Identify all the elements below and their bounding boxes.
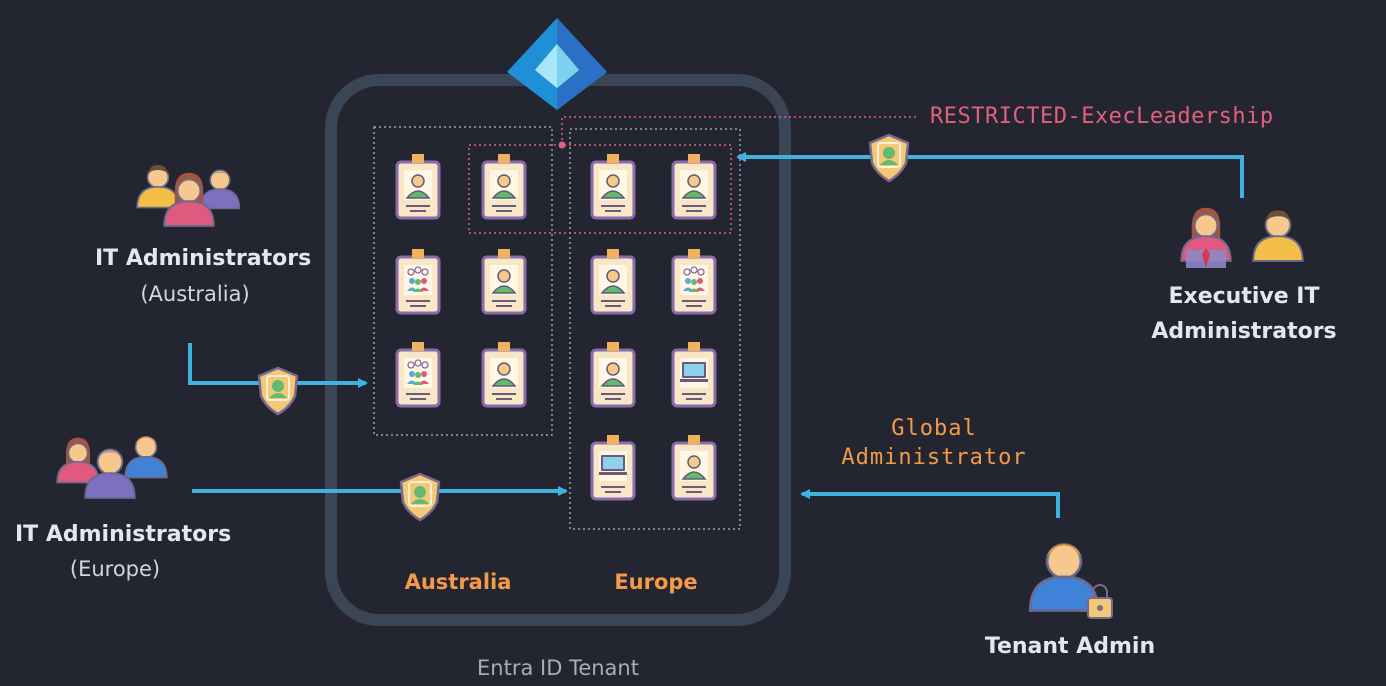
device-badge-icon (673, 342, 715, 406)
user-badge-icon (592, 154, 634, 218)
restricted-group-connector (561, 116, 918, 145)
restricted-group-box (468, 144, 732, 234)
shield-user-icon (257, 366, 299, 416)
exec-it-admins-line1: Executive IT (1168, 284, 1320, 309)
arrow-tenant-admin (800, 489, 1060, 518)
tenant-admin-person-icon (1028, 542, 1113, 619)
admin-unit-europe-label: Europe (614, 570, 698, 594)
it-admins-australia-region: (Australia) (140, 282, 250, 306)
restricted-group-label: RESTRICTED-ExecLeadership (930, 104, 1274, 129)
admin-unit-australia-box (373, 126, 553, 436)
it-admins-australia-title: IT Administrators (95, 246, 312, 271)
it-admins-europe-region: (Europe) (69, 557, 161, 581)
it-admins-europe-title: IT Administrators (15, 522, 232, 547)
user-badge-icon (483, 342, 525, 406)
admin-unit-australia-label: Australia (404, 570, 512, 594)
tenant-label: Entra ID Tenant (477, 656, 639, 680)
entra-id-diamond-icon (507, 18, 607, 110)
group-badge-icon (673, 249, 715, 313)
group-badge-icon (397, 342, 439, 406)
admin-unit-europe-box (569, 128, 741, 530)
user-badge-icon (483, 154, 525, 218)
it-admins-australia-people-icon (136, 164, 241, 227)
global-admin-label-line2: Administrator (841, 445, 1027, 470)
device-badge-icon (592, 435, 634, 499)
executive-it-admins-people-icon (1180, 206, 1304, 268)
user-badge-icon (397, 154, 439, 218)
user-badge-icon (673, 154, 715, 218)
arrow-exec-it-admins (736, 152, 1244, 198)
shield-user-icon (399, 472, 441, 522)
user-badge-icon (592, 249, 634, 313)
it-admins-europe-people-icon (56, 435, 168, 499)
group-badge-icon (397, 249, 439, 313)
exec-it-admins-line2: Administrators (1151, 319, 1337, 344)
user-badge-icon (483, 249, 525, 313)
shield-user-icon (868, 133, 910, 183)
user-badge-icon (592, 342, 634, 406)
global-admin-label-line1: Global (891, 416, 977, 441)
user-badge-icon (673, 435, 715, 499)
tenant-admin-title: Tenant Admin (984, 634, 1156, 659)
arrow-it-admins-australia (188, 343, 368, 388)
